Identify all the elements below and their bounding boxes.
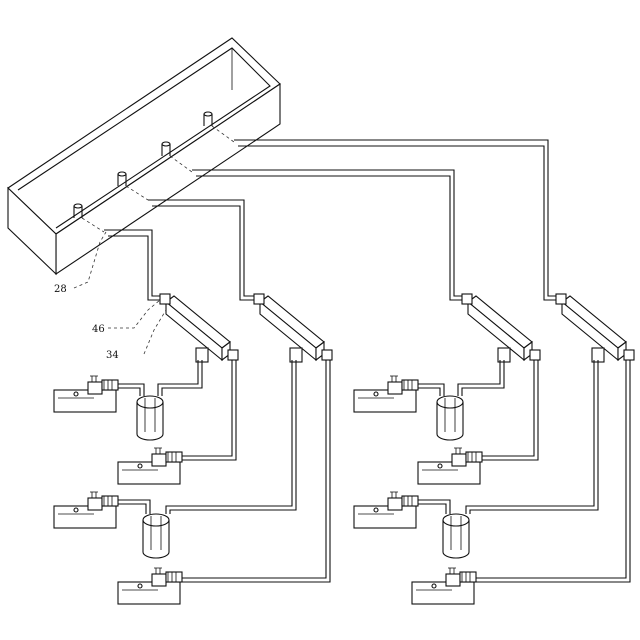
splitter-4 bbox=[556, 294, 634, 362]
beaker-2 bbox=[143, 514, 169, 558]
pump-right-4 bbox=[412, 568, 476, 604]
ref-label-46: 46 bbox=[92, 324, 105, 335]
pump-right-1 bbox=[354, 376, 418, 412]
beaker-4 bbox=[443, 514, 469, 558]
pump-left-1 bbox=[54, 376, 118, 412]
pump-left-2 bbox=[118, 448, 182, 484]
tubing-splitter-1 bbox=[118, 360, 236, 460]
pump-left-4 bbox=[118, 568, 182, 604]
ref-label-28: 28 bbox=[54, 284, 67, 295]
splitter-1 bbox=[160, 294, 238, 362]
ref-label-34: 34 bbox=[106, 350, 119, 361]
splitter-2 bbox=[254, 294, 332, 362]
beaker-1 bbox=[137, 396, 163, 440]
tubing-splitter-3 bbox=[418, 360, 538, 460]
reservoir-trough bbox=[8, 38, 280, 274]
pump-left-3 bbox=[54, 492, 118, 528]
pump-right-2 bbox=[418, 448, 482, 484]
splitter-3 bbox=[462, 294, 540, 362]
beaker-3 bbox=[437, 396, 463, 440]
pump-right-3 bbox=[354, 492, 418, 528]
